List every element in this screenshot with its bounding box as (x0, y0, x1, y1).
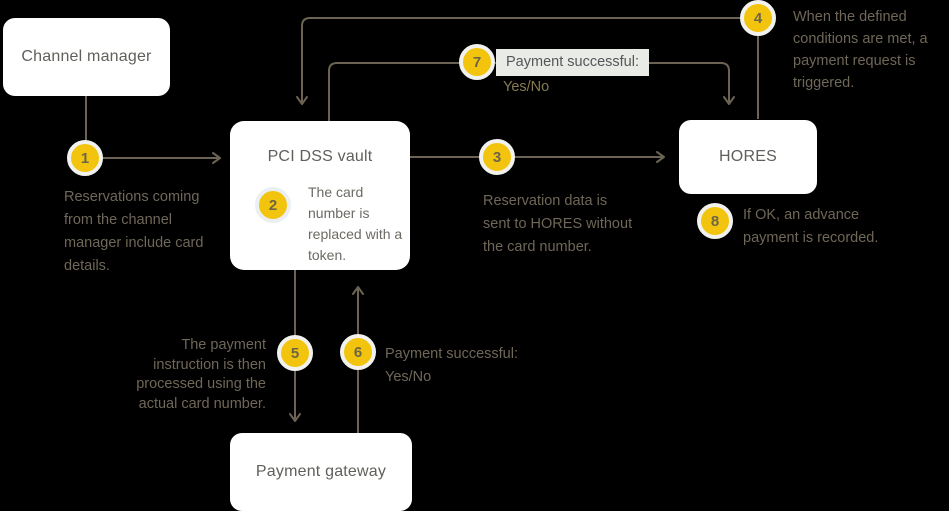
step-circle-7: 7 (459, 44, 495, 80)
channel-manager-label: Channel manager (21, 48, 152, 65)
step-number-3: 3 (492, 148, 502, 166)
step-note-8: If OK, an advance payment is recorded. (743, 207, 879, 246)
step-circle-2: 2 (255, 187, 291, 223)
pci-dss-vault-label: PCI DSS vault (267, 148, 373, 165)
step-circle-4: 4 (740, 0, 776, 36)
connector-step1-channel-to-vault (85, 96, 221, 164)
step-number-8: 8 (710, 212, 720, 230)
payment-successful-label-strip: Payment successful: (496, 49, 649, 76)
step-number-1: 1 (80, 149, 90, 167)
step-circle-1: 1 (67, 140, 103, 176)
step-circle-5: 5 (277, 335, 313, 371)
node-channel-manager: Channel manager (3, 18, 170, 96)
step-note-2: The card number is replaced with a token… (308, 184, 403, 263)
connector-step4-hores-to-vault (296, 17, 759, 119)
step-circle-8: 8 (697, 203, 733, 239)
step-number-2: 2 (268, 196, 278, 214)
step-note-1: Reservations coming from the channel man… (64, 189, 204, 274)
node-hores: HORES (679, 120, 817, 194)
step-note-3: Reservation data is sent to HORES withou… (483, 193, 633, 255)
payment-gateway-label: Payment gateway (255, 463, 387, 480)
step-circle-6: 6 (340, 334, 376, 370)
step-circle-3: 3 (479, 139, 515, 175)
step-number-6: 6 (353, 343, 363, 361)
step-note-4: When the defined conditions are met, a p… (793, 9, 928, 91)
payment-successful-yesno-text: Yes/No (503, 79, 550, 95)
step-number-4: 4 (753, 9, 763, 27)
step-note-6: Payment successful: Yes/No (385, 346, 518, 385)
node-payment-gateway: Payment gateway (230, 433, 412, 511)
step-number-5: 5 (290, 344, 300, 362)
step-number-7: 7 (472, 53, 482, 71)
step-note-5: The payment instruction is then processe… (136, 337, 266, 412)
hores-label: HORES (719, 148, 777, 165)
